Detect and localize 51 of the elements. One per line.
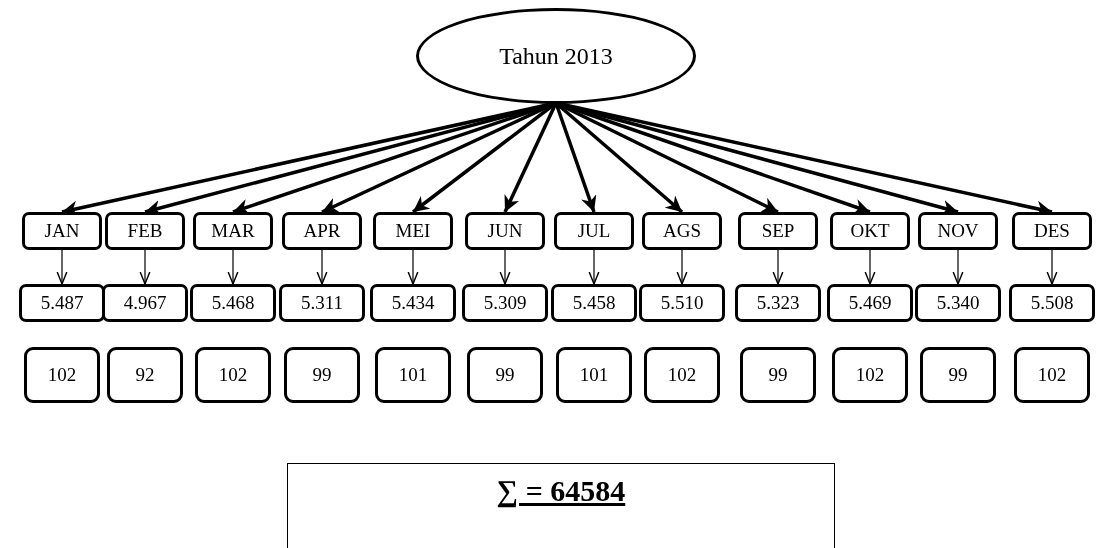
month-box: NOV <box>918 212 998 250</box>
month-box: SEP <box>738 212 818 250</box>
arrow <box>227 248 239 285</box>
count-box: 102 <box>195 347 271 403</box>
month-box: MAR <box>193 212 273 250</box>
arrow <box>864 248 876 285</box>
sum-box: ∑ = 64584 <box>287 463 835 548</box>
value-box: 5.510 <box>639 284 725 322</box>
count-box: 102 <box>24 347 100 403</box>
count-box: 92 <box>107 347 183 403</box>
value-box: 5.309 <box>462 284 548 322</box>
value-box: 5.311 <box>279 284 365 322</box>
month-box: OKT <box>830 212 910 250</box>
value-box: 5.323 <box>735 284 821 322</box>
value-box: 5.434 <box>370 284 456 322</box>
count-box: 99 <box>467 347 543 403</box>
count-box: 101 <box>556 347 632 403</box>
value-box: 5.458 <box>551 284 637 322</box>
arrow <box>139 248 151 285</box>
year-ellipse: Tahun 2013 <box>416 8 696 104</box>
value-box: 5.508 <box>1009 284 1095 322</box>
value-box: 5.487 <box>19 284 105 322</box>
arrow <box>588 248 600 285</box>
count-box: 102 <box>644 347 720 403</box>
value-box: 4.967 <box>102 284 188 322</box>
value-box: 5.340 <box>915 284 1001 322</box>
value-box: 5.469 <box>827 284 913 322</box>
month-box: FEB <box>105 212 185 250</box>
month-box: MEI <box>373 212 453 250</box>
count-box: 99 <box>920 347 996 403</box>
count-box: 99 <box>284 347 360 403</box>
arrow <box>316 248 328 285</box>
month-box: JUN <box>465 212 545 250</box>
month-box: JAN <box>22 212 102 250</box>
count-box: 102 <box>1014 347 1090 403</box>
value-box: 5.468 <box>190 284 276 322</box>
arrow <box>554 102 597 213</box>
arrow <box>1046 248 1058 285</box>
arrow <box>952 248 964 285</box>
month-box: JUL <box>554 212 634 250</box>
month-box: DES <box>1012 212 1092 250</box>
arrow <box>772 248 784 285</box>
count-box: 101 <box>375 347 451 403</box>
count-box: 102 <box>832 347 908 403</box>
count-box: 99 <box>740 347 816 403</box>
arrow <box>676 248 688 285</box>
arrow <box>499 248 511 285</box>
arrow <box>56 248 68 285</box>
arrow <box>407 248 419 285</box>
month-box: APR <box>282 212 362 250</box>
month-box: AGS <box>642 212 722 250</box>
